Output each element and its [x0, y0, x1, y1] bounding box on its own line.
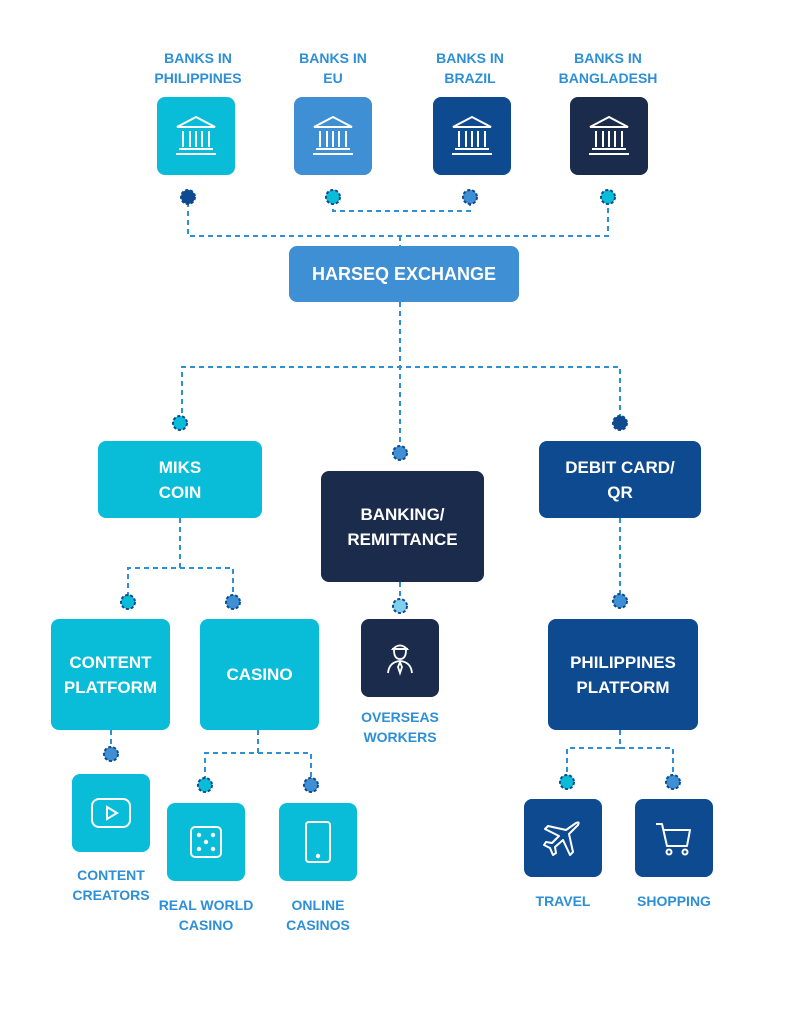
airplane-icon — [543, 821, 580, 856]
content-creators-tile — [72, 774, 150, 852]
casino-box: CASINO — [200, 619, 319, 730]
bank-tile-philippines — [157, 97, 235, 175]
harseq-exchange-box: HARSEQ EXCHANGE — [289, 246, 519, 302]
bank-icon — [452, 115, 492, 155]
dice-icon — [190, 826, 222, 858]
bank-tile-eu — [294, 97, 372, 175]
miks-coin-box: MIKS COIN — [98, 441, 262, 518]
bank-tile-bangladesh — [570, 97, 648, 175]
travel-label: TRAVEL — [535, 893, 591, 909]
shopping-tile — [635, 799, 713, 877]
bank-label-philippines: BANKS IN PHILIPPINES — [154, 50, 242, 86]
online-casinos-tile — [279, 803, 357, 881]
bank-icon — [313, 115, 353, 155]
bank-label-bangladesh: BANKS IN BANGLADESH — [558, 50, 658, 86]
online-casinos-label: ONLINE CASINOS — [286, 897, 350, 933]
philippines-platform-box: PHILIPPINES PLATFORM — [548, 619, 698, 730]
content-platform-box: CONTENT PLATFORM — [51, 619, 170, 730]
bank-label-eu: BANKS IN EU — [299, 50, 367, 86]
bank-tile-brazil — [433, 97, 511, 175]
content-creators-label: CONTENT CREATORS — [72, 867, 150, 903]
real-world-casino-tile — [167, 803, 245, 881]
debit-card-qr-box: DEBIT CARD/ QR — [539, 441, 701, 518]
overseas-workers-label: OVERSEAS WORKERS — [361, 709, 439, 745]
real-world-casino-label: REAL WORLD CASINO — [158, 897, 254, 933]
banking-remittance-box: BANKING/ REMITTANCE — [321, 471, 484, 582]
bank-label-brazil: BANKS IN BRAZIL — [436, 50, 504, 86]
bank-icon — [176, 115, 216, 155]
video-play-icon — [91, 798, 131, 828]
shopping-cart-icon — [656, 823, 691, 856]
smartphone-icon — [305, 821, 331, 863]
bank-icon — [589, 115, 629, 155]
shopping-label: SHOPPING — [637, 893, 711, 909]
worker-icon — [387, 644, 413, 676]
overseas-workers-tile — [361, 619, 439, 697]
travel-tile — [524, 799, 602, 877]
